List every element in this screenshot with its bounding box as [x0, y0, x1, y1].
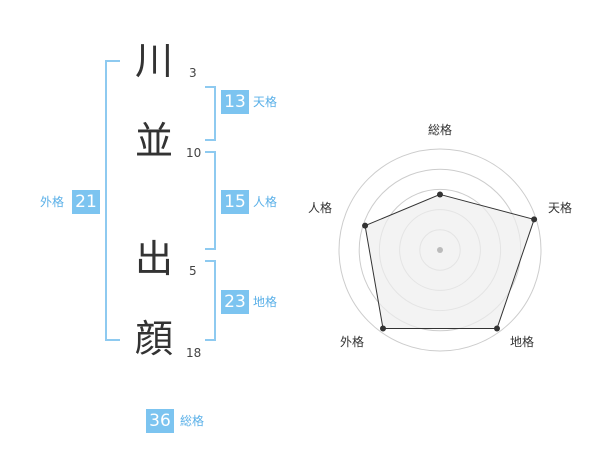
radar-axis-label-jinkaku: 人格 [308, 201, 333, 215]
stroke-count-3: 5 [189, 264, 197, 278]
radar-point-3 [493, 325, 500, 332]
radar-point-1 [437, 191, 443, 198]
jinkaku-value: 15 [221, 190, 249, 214]
chikaku-bracket [205, 260, 216, 341]
radar-point-2 [531, 216, 538, 223]
name-char-3: 出 [134, 237, 173, 281]
radar-ring [338, 148, 542, 352]
tenkaku-label: 天格 [253, 95, 278, 109]
name-char-4: 顔 [134, 317, 173, 361]
radar-axis-label-gaikaku: 外格 [340, 335, 365, 349]
name-char-2: 並 [134, 119, 173, 163]
jinkaku-bracket [205, 151, 216, 250]
soukaku-label: 総格 [180, 414, 205, 428]
chikaku-value: 23 [221, 290, 249, 314]
radar-center [437, 247, 443, 253]
radar-series [364, 193, 535, 329]
radar-axis-label-tenkaku: 天格 [548, 201, 573, 215]
radar-point-4 [380, 325, 387, 332]
tenkaku-value: 13 [221, 90, 249, 114]
jinkaku-label: 人格 [253, 195, 278, 209]
soukaku-value: 36 [146, 409, 174, 433]
radar-axis-label-soukaku: 総格 [428, 123, 453, 137]
gaikaku-label: 外格 [40, 195, 65, 209]
tenkaku-bracket [205, 86, 216, 141]
gaikaku-bracket [105, 60, 120, 341]
radar-point-5 [362, 222, 369, 229]
chikaku-label: 地格 [253, 295, 278, 309]
stroke-count-4: 18 [186, 346, 202, 360]
name-char-1: 川 [134, 39, 173, 83]
radar-axis-label-chikaku: 地格 [510, 335, 535, 349]
stroke-count-2: 10 [186, 146, 202, 160]
gaikaku-value: 21 [72, 190, 100, 214]
stroke-count-1: 3 [189, 66, 197, 80]
